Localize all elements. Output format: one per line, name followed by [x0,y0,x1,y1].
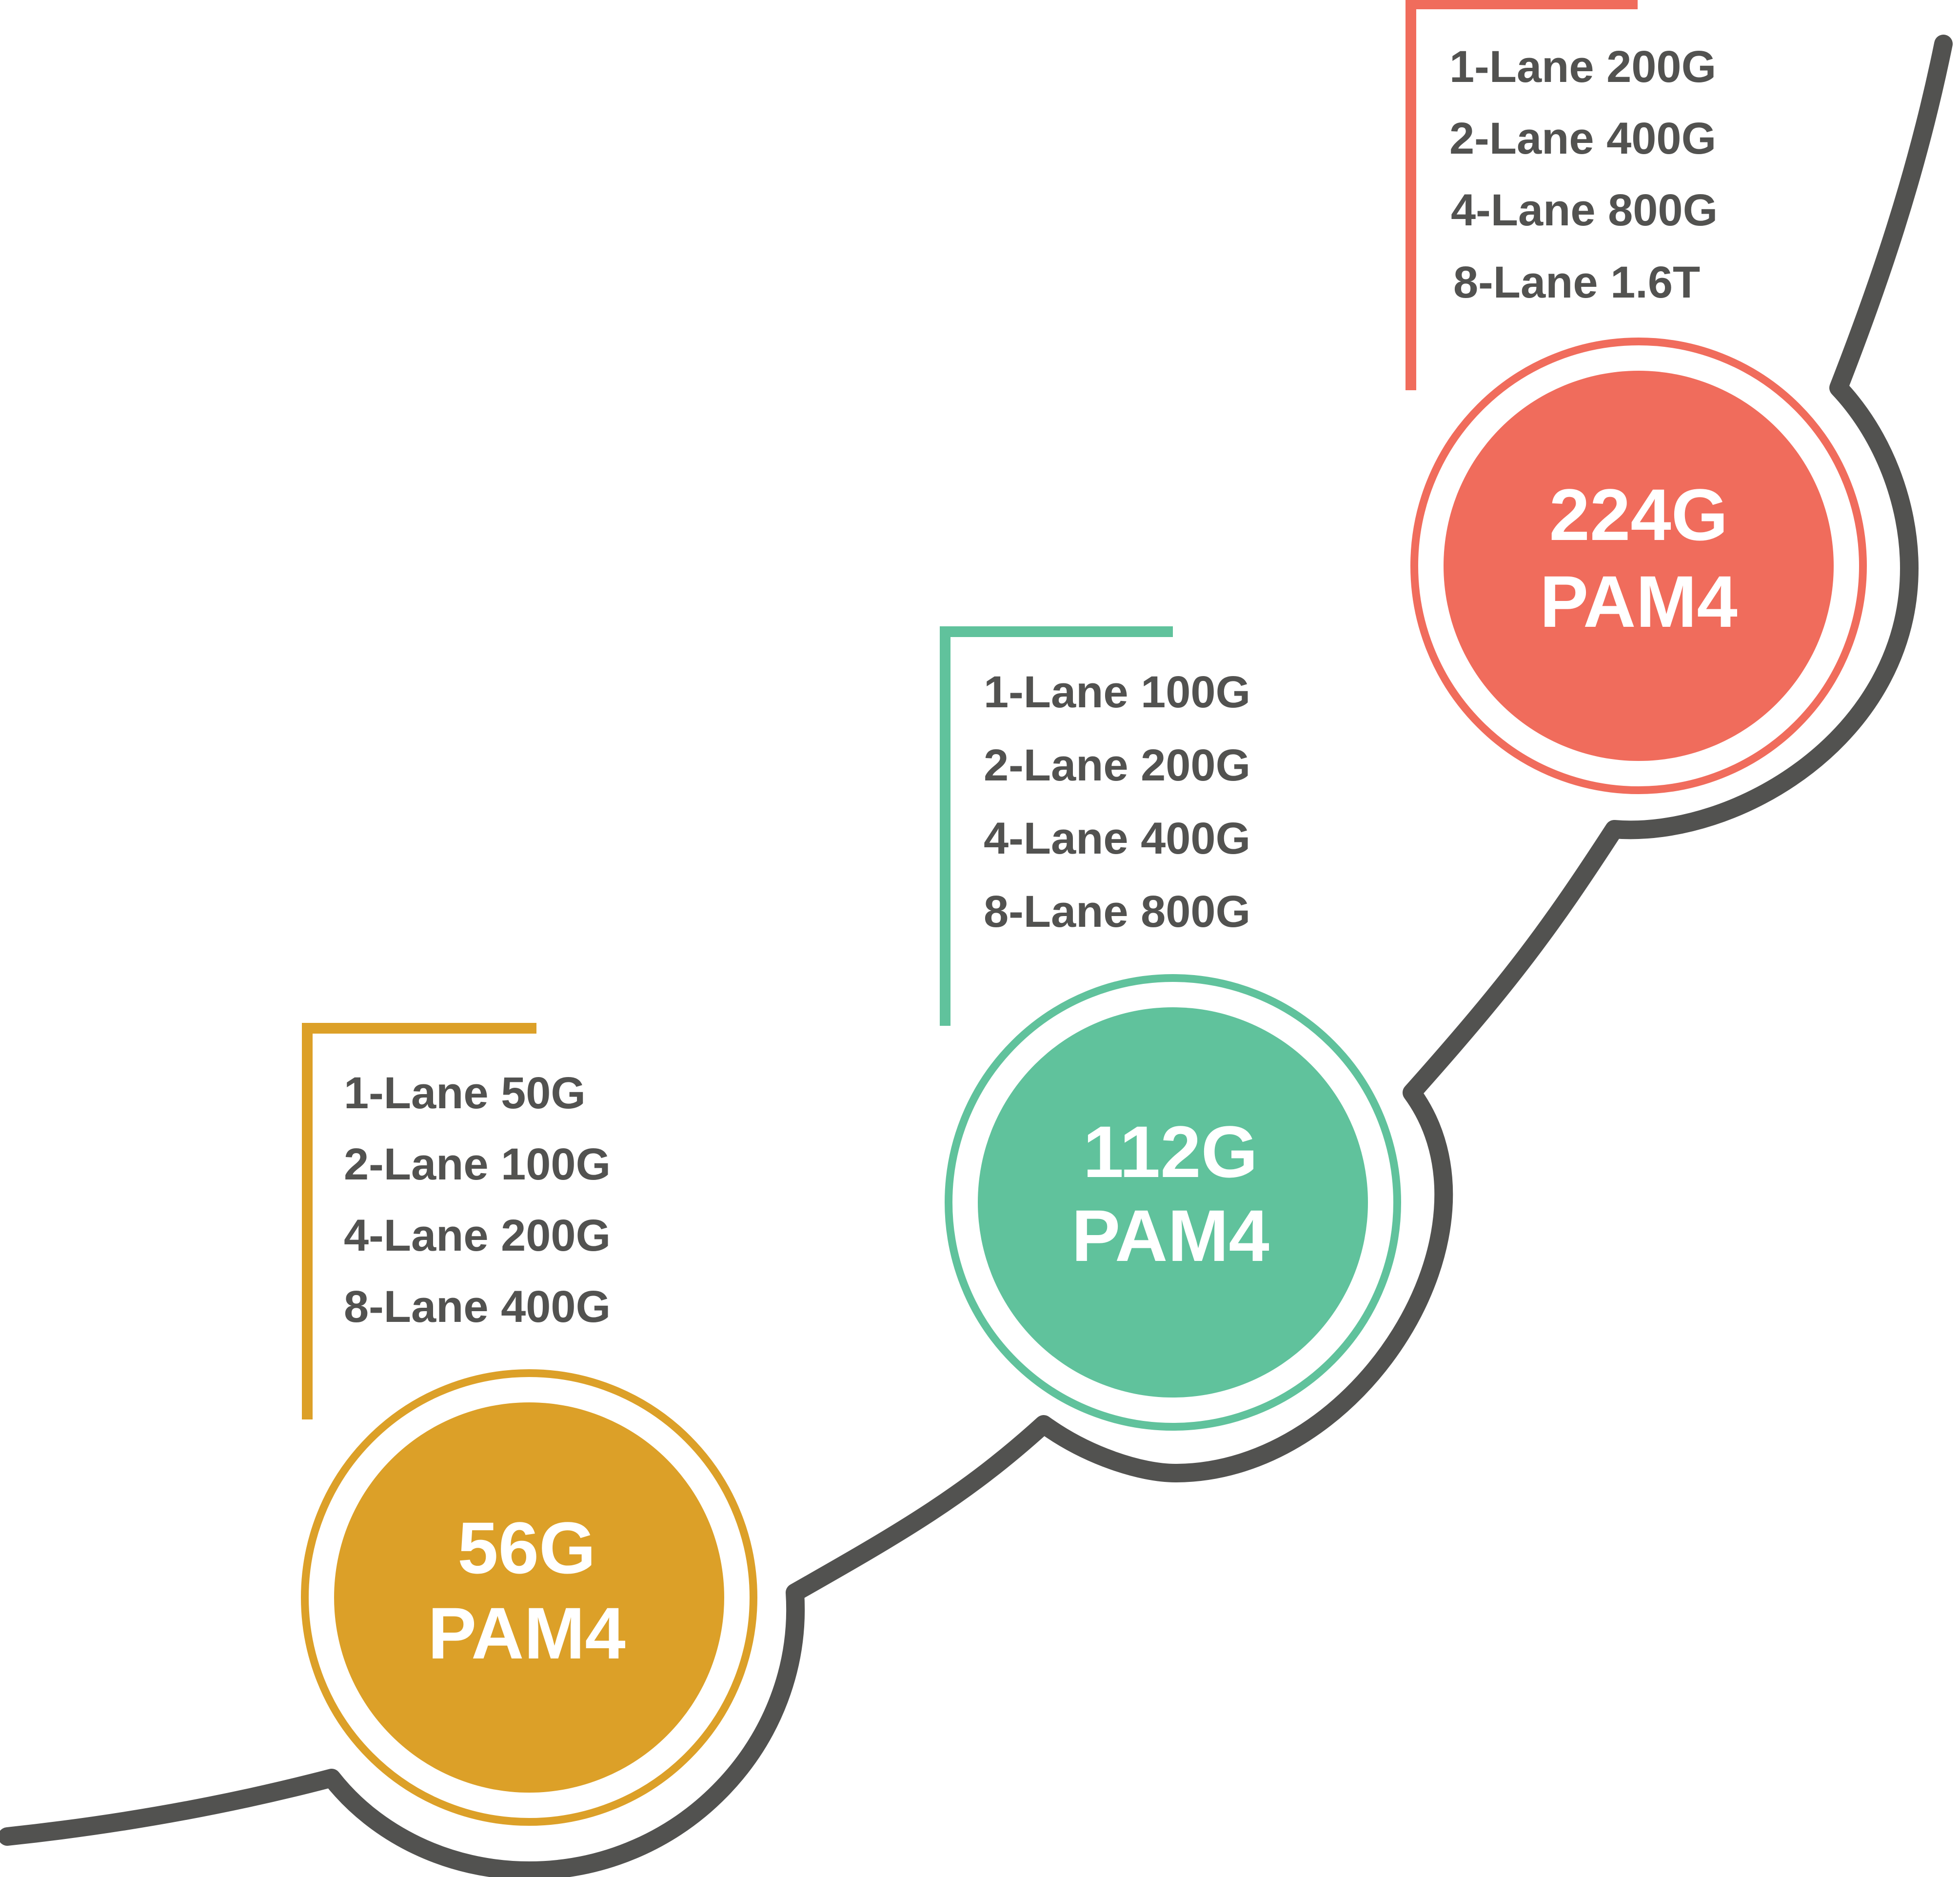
bracket-56g [302,1023,536,1419]
lane-item: 8-Lane 400G [344,1282,611,1332]
lane-item: 2-Lane 400G [1449,114,1716,163]
inner-circle-224g [1444,371,1834,761]
lane-item: 4-Lane 200G [344,1211,611,1260]
inner-circle-112g [978,1007,1368,1398]
lane-item: 1-Lane 100G [984,667,1250,717]
lane-item: 8-Lane 1.6T [1453,258,1700,307]
stage-modulation-112g: PAM4 [1071,1195,1269,1277]
growth-path-line [0,35,1953,1877]
bracket-112g [940,626,1173,1026]
bracket-224g [1406,0,1638,390]
lane-item: 2-Lane 200G [984,740,1250,790]
stage-modulation-56g: PAM4 [428,1592,626,1674]
stage-56g: 56G PAM4 1-Lane 50G 2-Lane 100G 4-Lane 2… [301,1023,757,1826]
outer-ring-224g [1410,338,1867,794]
inner-circle-56g [334,1402,724,1793]
lane-item: 2-Lane 100G [344,1139,611,1189]
lane-item: 4-Lane 400G [984,814,1250,863]
stage-rate-112g: 112G [1083,1111,1258,1193]
lane-item: 8-Lane 800G [984,887,1250,937]
stage-112g: 112G PAM4 1-Lane 100G 2-Lane 200G 4-Lane… [940,626,1401,1431]
outer-ring-56g [301,1369,757,1826]
stage-rate-224g: 224G [1549,474,1728,556]
outer-ring-112g [945,974,1401,1431]
stage-rate-56g: 56G [457,1507,596,1589]
lane-item: 4-Lane 800G [1451,185,1718,235]
stage-224g: 224G PAM4 1-Lane 200G 2-Lane 400G 4-Lane… [1406,0,1867,794]
lane-item: 1-Lane 200G [1449,42,1716,92]
stage-modulation-224g: PAM4 [1540,560,1738,642]
lane-item: 1-Lane 50G [344,1068,586,1118]
